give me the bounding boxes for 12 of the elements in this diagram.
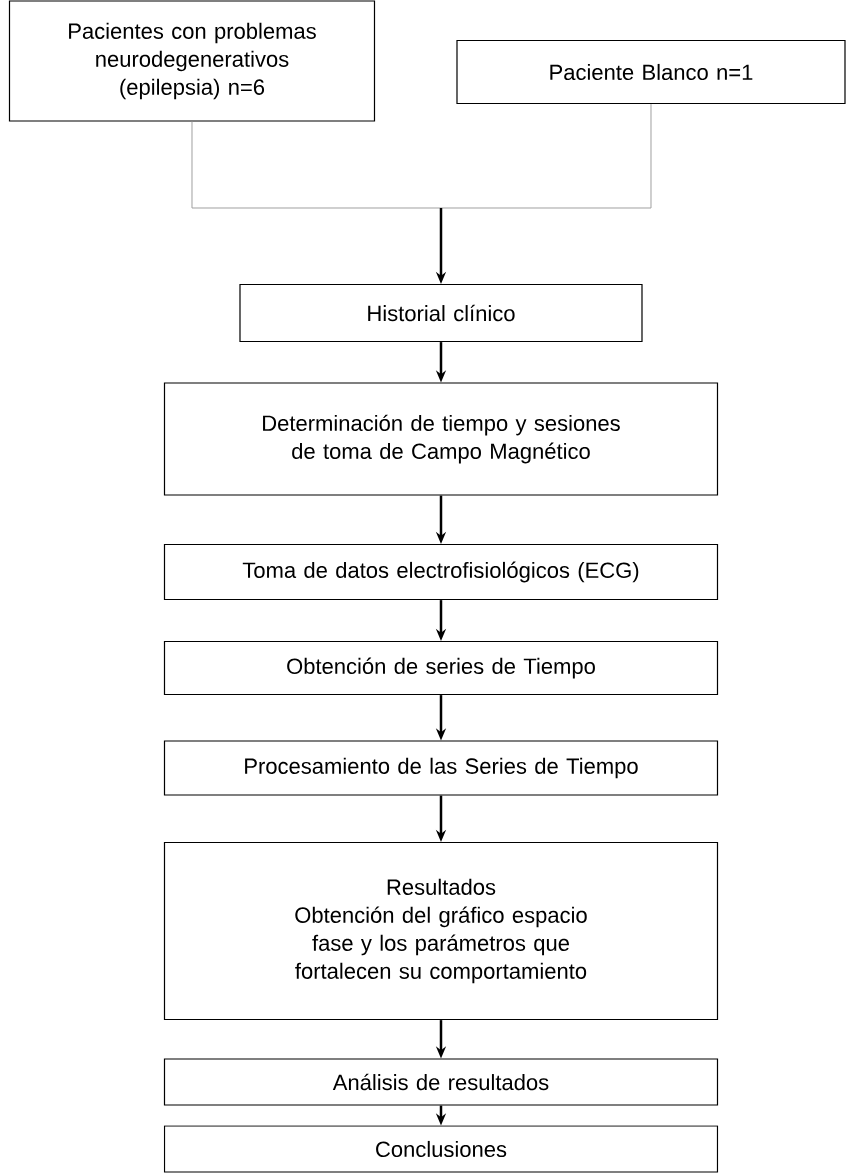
- connector-line: [440, 103, 652, 209]
- process-box: Análisis de resultados: [163, 1058, 719, 1106]
- process-box: Resultados Obtención del gráfico espacio fase y los parámetros que fortalecen su comportamiento: [163, 841, 719, 1021]
- process-box: Paciente Blanco n=1: [456, 39, 846, 105]
- process-box: Determinación de tiempo y sesiones de toma de Campo Magnético: [163, 382, 719, 496]
- process-box: Toma de datos electrofisiológicos (ECG): [163, 543, 719, 601]
- process-box: Pacientes con problemas neurodegenerativos (epilepsia) n=6: [8, 0, 376, 122]
- process-box: Obtención de series de Tiempo: [163, 640, 719, 696]
- connector-line: [191, 121, 442, 209]
- process-box: Historial clínico: [239, 283, 643, 343]
- process-box: Conclusiones: [163, 1125, 719, 1173]
- process-box: Procesamiento de las Series de Tiempo: [163, 740, 719, 796]
